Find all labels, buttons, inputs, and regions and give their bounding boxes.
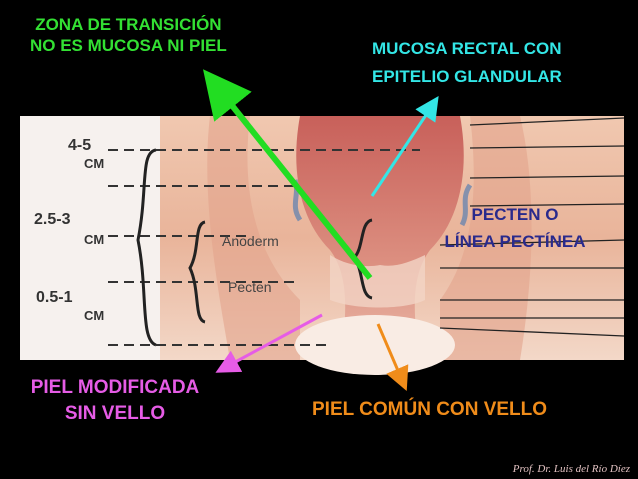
arrow-mucosa bbox=[370, 96, 439, 197]
label-zona-transicion: ZONA DE TRANSICIÓN NO ES MUCOSA NI PIEL bbox=[30, 15, 227, 55]
measure-0-5-1: 0.5-1 bbox=[36, 289, 73, 306]
bracket-2-5-3 bbox=[188, 220, 206, 324]
arrow-piel-comun bbox=[376, 323, 409, 392]
measure-2-5-3: 2.5-3 bbox=[34, 211, 71, 228]
label-mucosa-rectal: MUCOSA RECTAL CON EPITELIO GLANDULAR bbox=[372, 39, 562, 86]
pecten-region-label: Pecten bbox=[228, 279, 272, 295]
label-piel-comun: PIEL COMÚN CON VELLO bbox=[312, 399, 548, 420]
measure-unit: CM bbox=[84, 308, 104, 323]
arrow-piel-modificada bbox=[215, 313, 323, 373]
bracket-4-5 bbox=[136, 148, 157, 347]
pecten-zone bbox=[330, 255, 425, 308]
rectal-mucosa-shape bbox=[296, 116, 464, 360]
measure-4-5: 4-5 bbox=[68, 137, 91, 154]
label-pecten: PECTEN O LÍNEA PECTÍNEA bbox=[444, 205, 586, 251]
credit: Prof. Dr. Luis del Río Díez bbox=[512, 463, 630, 475]
anoderm-label: Anoderm bbox=[222, 233, 279, 249]
label-piel-modificada: PIEL MODIFICADA SIN VELLO bbox=[30, 377, 200, 424]
measure-unit: CM bbox=[84, 156, 104, 171]
arrow-zona bbox=[203, 69, 373, 280]
anal-opening bbox=[295, 315, 455, 375]
measure-unit: CM bbox=[84, 232, 104, 247]
